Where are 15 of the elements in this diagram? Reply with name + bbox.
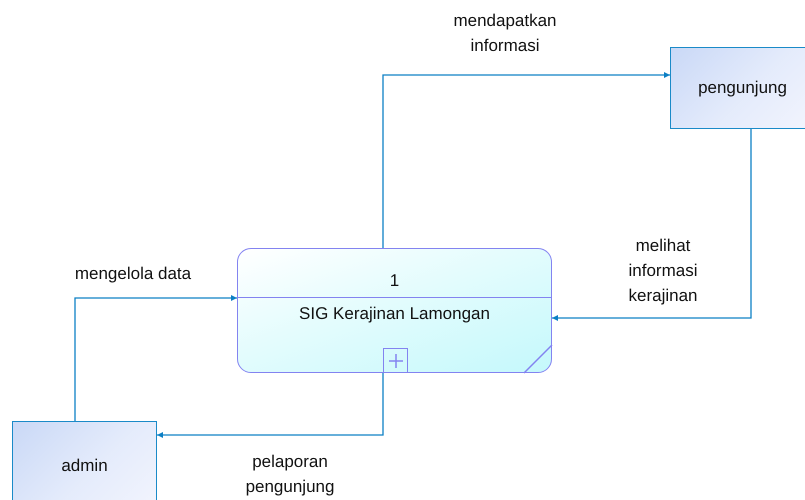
arrow <box>157 373 384 438</box>
entity-name: pengunjung <box>698 78 787 98</box>
arrow <box>382 72 670 248</box>
edge-label: pelaporan pengunjung <box>244 451 336 498</box>
process-number: 1 <box>388 270 400 292</box>
entity-name: admin <box>61 456 108 476</box>
entity-box <box>670 47 805 129</box>
entity-box <box>12 421 157 500</box>
arrow <box>74 295 237 421</box>
edge-label: melihat informasi kerajinan <box>628 235 698 307</box>
edge-label: mendapatkan informasi <box>452 10 558 57</box>
process-box <box>237 248 552 373</box>
process-name: SIG Kerajinan Lamongan <box>238 297 551 324</box>
arrow <box>552 129 752 321</box>
edge-label: mengelola data <box>74 263 192 285</box>
